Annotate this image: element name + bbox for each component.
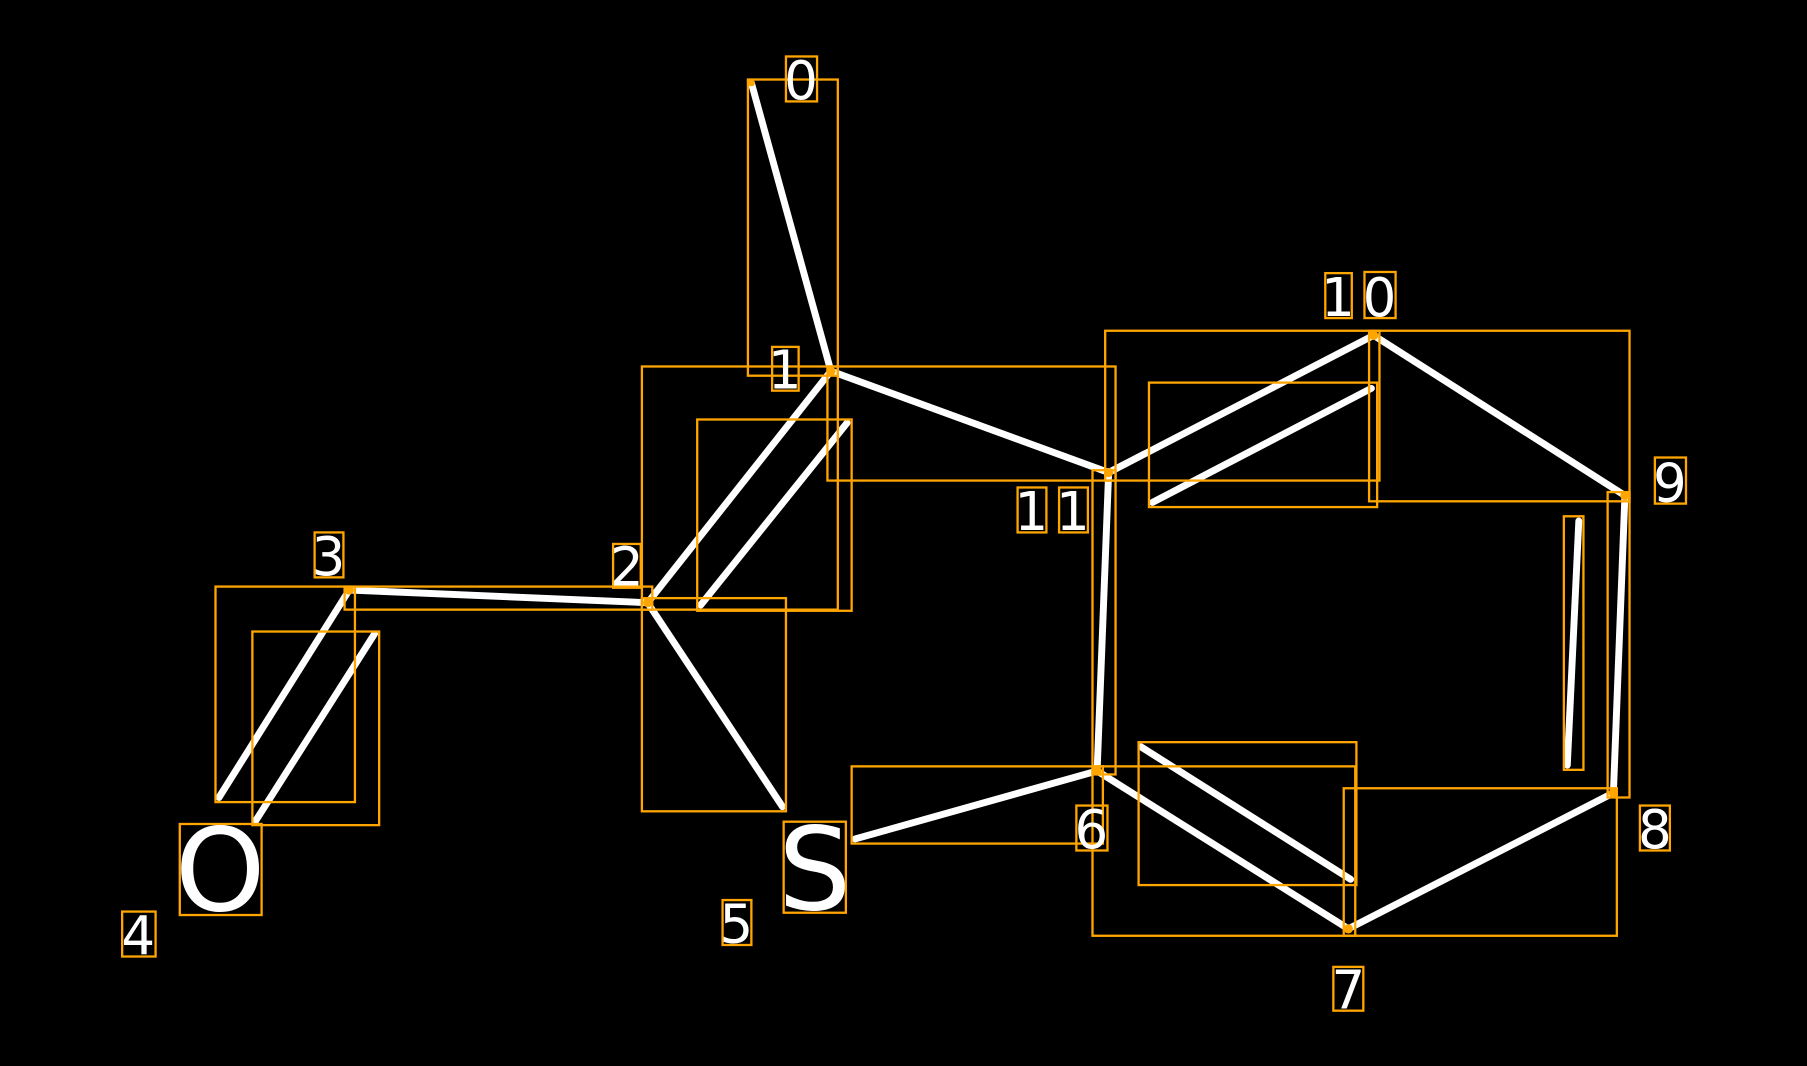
index-label-3: 3 [312,526,346,588]
index-label-2: 2 [610,536,644,598]
box-atom-o [178,822,263,917]
box-bond-11-10-inner [1147,381,1379,509]
index-label-9: 9 [1653,452,1687,514]
index-label-8: 8 [1638,799,1672,861]
bond-11-10 [1105,331,1378,476]
bond-7-6-inner [1137,743,1355,883]
box-atom-s [782,820,848,914]
atom-points [344,79,1630,934]
box-bond-3-4 [214,585,357,804]
box-bond-9-8-inner [1562,515,1585,771]
box-bond-9-8 [1606,490,1631,799]
box-bond-8-7 [1342,787,1619,937]
index-labels: 0 1 2 3 4 5 6 7 8 9 1 0 1 1 [121,50,1688,1021]
bounding-boxes [178,78,1631,937]
index-label-6: 6 [1074,799,1108,861]
index-label-5: 5 [720,894,754,956]
box-bond-10-9 [1367,329,1631,503]
atom-label-sulfur: S [778,803,851,937]
index-label-4: 4 [121,905,155,967]
bond-9-8-inner [1563,517,1583,769]
index-label-10-digit-1: 1 [1321,267,1355,329]
bond-10-9 [1370,331,1629,500]
bond-6-11 [1093,469,1113,775]
bond-5-6 [851,767,1101,843]
bond-9-8 [1609,492,1629,797]
bond-1-2-inner [697,419,851,609]
bond-2-5 [644,599,786,811]
index-label-10-digit-0: 0 [1363,267,1397,329]
box-bond-3-4-inner [251,630,381,827]
box-bond-11-10 [1104,329,1381,482]
box-bond-1-2-inner [696,418,853,612]
bond-1-11 [827,367,1113,476]
bond-11-10-inner [1148,384,1375,506]
atom-label-oxygen: O [175,804,266,938]
bond-3-4 [215,586,353,801]
bonds [215,79,1629,933]
index-label-1: 1 [768,339,802,401]
bond-0-1 [747,79,835,375]
index-label-11-digit-2: 1 [1056,481,1090,543]
box-bond-2-5 [640,596,788,813]
box-bond-1-11 [826,365,1117,482]
bond-1-2 [644,367,835,607]
index-label-7: 7 [1331,959,1365,1021]
bond-3-4-inner [252,630,378,824]
box-bond-7-6-inner [1137,741,1358,887]
index-label-0: 0 [784,50,818,112]
bond-8-7 [1344,789,1617,933]
box-bond-0-1 [746,78,839,377]
bond-2-3 [345,586,652,607]
atom-labels: O S [175,803,852,938]
index-label-11-digit-1: 1 [1015,481,1049,543]
